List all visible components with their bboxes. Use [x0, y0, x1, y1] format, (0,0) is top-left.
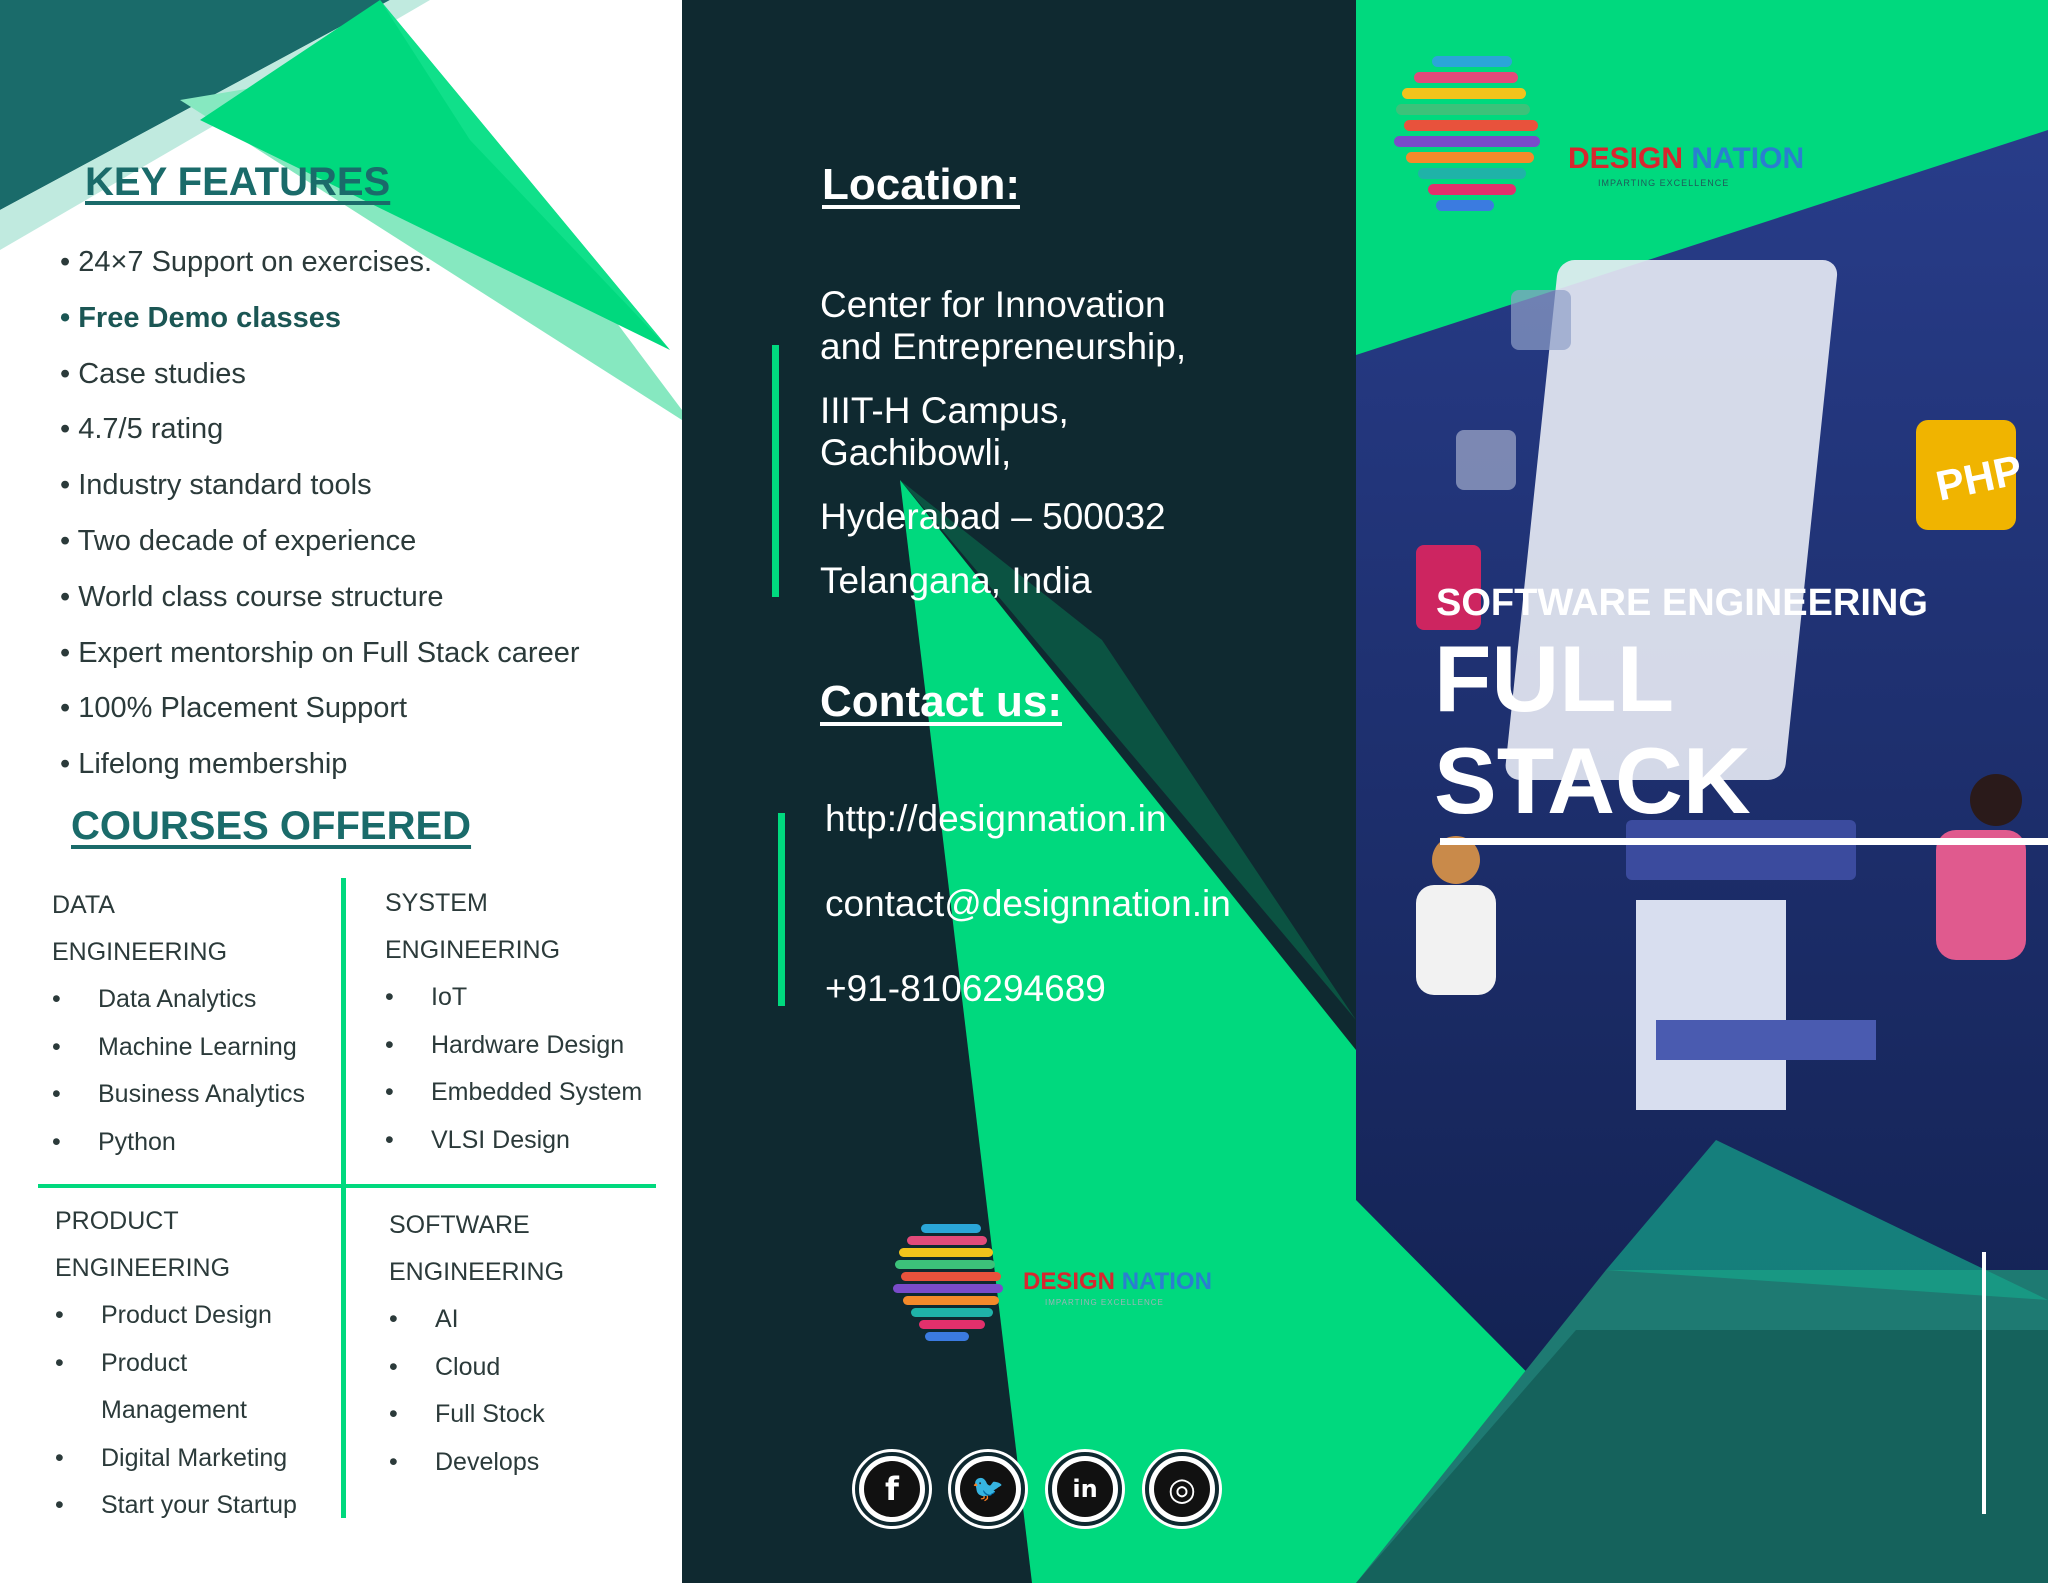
course-group-heading: PRODUCT — [55, 1207, 179, 1235]
logo-tagline: IMPARTING EXCELLENCE — [1045, 1298, 1164, 1307]
feature-item: • Industry standard tools — [60, 469, 372, 502]
course-item: •Product — [55, 1348, 188, 1377]
logo-tagline: IMPARTING EXCELLENCE — [1598, 178, 1730, 188]
course-list: •Data Analytics •Machine Learning •Busin… — [52, 976, 305, 1166]
address-line: Hyderabad – 500032 — [820, 496, 1166, 537]
course-group-heading: ENGINEERING — [389, 1258, 565, 1286]
middle-panel: Location: Center for Innovation and Entr… — [682, 0, 1356, 1583]
feature-item: • World class course structure — [60, 580, 444, 613]
feature-item: • Case studies — [60, 357, 246, 390]
course-group-software: SOFTWARE ENGINEERING •AI •Cloud •Full St… — [389, 1202, 564, 1486]
course-group-heading: ENGINEERING — [385, 936, 561, 964]
linkedin-icon: in — [1057, 1461, 1113, 1517]
feature-item: • Expert mentorship on Full Stack career — [60, 636, 580, 669]
right-background-illustration: PHP — [1356, 0, 2048, 1583]
key-features-list: • 24×7 Support on exercises. • Free Demo… — [60, 235, 579, 793]
course-list: •AI •Cloud •Full Stock •Develops — [389, 1296, 564, 1486]
address-block: Center for Innovation and Entrepreneursh… — [820, 284, 1186, 602]
course-item: •Digital Marketing — [55, 1443, 288, 1472]
address-line: IIIT-H Campus, — [820, 390, 1069, 431]
course-list: •IoT •Hardware Design •Embedded System •… — [385, 974, 642, 1164]
twitter-icon: 🐦 — [960, 1461, 1016, 1517]
instagram-icon: ◎ — [1154, 1461, 1210, 1517]
course-item: •Full Stock — [389, 1400, 545, 1428]
subtitle: SOFTWARE ENGINEERING — [1436, 582, 1928, 624]
middle-background-shapes — [900, 480, 1356, 1583]
location-accent-bar — [772, 345, 779, 597]
vertical-white-line — [1982, 1252, 1986, 1514]
title-line-2: STACK — [1434, 728, 1751, 833]
course-list: •Product Design •Product Management •Dig… — [55, 1292, 297, 1530]
courses-offered-title: COURSES OFFERED — [71, 804, 472, 848]
title-underline — [1440, 838, 2048, 845]
course-item: •Business Analytics — [52, 1080, 306, 1108]
contact-title: Contact us: — [820, 677, 1062, 726]
email-link[interactable]: contact@designnation.in — [825, 883, 1231, 924]
instagram-button[interactable]: ◎ — [1145, 1452, 1219, 1526]
course-item: •VLSI Design — [385, 1125, 570, 1154]
facebook-icon: f — [864, 1461, 920, 1517]
course-item-continuation: Management — [101, 1396, 247, 1424]
linkedin-button[interactable]: in — [1048, 1452, 1122, 1526]
left-panel: KEY FEATURES • 24×7 Support on exercises… — [0, 0, 682, 1583]
location-title: Location: — [822, 160, 1020, 209]
course-item: •Python — [52, 1127, 176, 1156]
website-link[interactable]: http://designnation.in — [825, 798, 1167, 839]
feature-item: • 4.7/5 rating — [60, 413, 224, 446]
address-line: and Entrepreneurship, — [820, 326, 1187, 367]
course-item: •Cloud — [389, 1352, 501, 1381]
address-line: Telangana, India — [820, 560, 1092, 601]
course-item: •Start your Startup — [55, 1491, 297, 1519]
address-line: Gachibowli, — [820, 432, 1012, 473]
logo-name: DESIGN NATION — [1023, 1268, 1212, 1295]
address-line: Center for Innovation — [820, 284, 1166, 325]
design-nation-logo-top: DESIGN NATION IMPARTING EXCELLENCE — [1384, 50, 1804, 220]
course-item: •Develops — [389, 1447, 540, 1476]
course-group-heading: ENGINEERING — [55, 1254, 231, 1282]
phone-link[interactable]: +91-8106294689 — [825, 968, 1106, 1009]
feature-item: • Free Demo classes — [60, 301, 341, 334]
course-group-data: DATA ENGINEERING •Data Analytics •Machin… — [52, 882, 305, 1166]
course-item: •IoT — [385, 983, 468, 1011]
feature-item: • Lifelong membership — [60, 748, 348, 781]
course-group-heading: SYSTEM — [385, 889, 488, 917]
logo-name: DESIGN NATION — [1568, 142, 1805, 175]
facebook-button[interactable]: f — [855, 1452, 929, 1526]
course-item: •AI — [389, 1305, 459, 1333]
course-group-heading: ENGINEERING — [52, 938, 228, 966]
course-item: •Data Analytics — [52, 985, 257, 1013]
course-group-heading: DATA — [52, 891, 115, 919]
feature-item: • Two decade of experience — [60, 524, 417, 557]
feature-item: • 24×7 Support on exercises. — [60, 246, 433, 278]
title-line-1: FULL — [1434, 626, 1675, 731]
course-group-product: PRODUCT ENGINEERING •Product Design •Pro… — [55, 1198, 297, 1530]
logo-head-icon — [893, 1224, 1003, 1341]
course-group-heading: SOFTWARE — [389, 1211, 530, 1239]
course-item: •Embedded System — [385, 1078, 643, 1106]
design-nation-logo: DESIGN NATION IMPARTING EXCELLENCE — [885, 1218, 1225, 1348]
right-panel: PHP — [1356, 0, 2048, 1583]
logo-head-icon — [1394, 56, 1540, 211]
key-features-title: KEY FEATURES — [85, 160, 391, 204]
twitter-button[interactable]: 🐦 — [951, 1452, 1025, 1526]
left-background-shapes — [0, 0, 682, 420]
courses-vertical-divider — [341, 878, 346, 1518]
courses-horizontal-divider — [38, 1184, 656, 1188]
course-item: •Product Design — [55, 1301, 272, 1329]
feature-item: • 100% Placement Support — [60, 692, 408, 725]
course-item: •Machine Learning — [52, 1032, 297, 1061]
course-item: •Hardware Design — [385, 1030, 625, 1059]
course-group-system: SYSTEM ENGINEERING •IoT •Hardware Design… — [385, 880, 642, 1164]
contact-accent-bar — [778, 813, 785, 1006]
